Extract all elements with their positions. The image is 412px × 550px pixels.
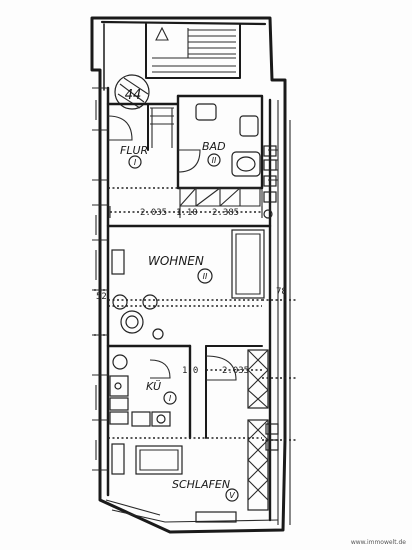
room-number-flur: I <box>134 158 137 167</box>
dim-kitchen-door: 1.0 <box>182 366 198 376</box>
room-number-circle-kueche <box>163 391 177 405</box>
room-label-schlafen: SCHLAFEN <box>172 478 230 491</box>
room-number-circle-flur <box>128 155 142 169</box>
dim-door-width: 1.10 <box>176 208 198 218</box>
left-wall <box>92 86 110 497</box>
room-label-kueche: KÜ <box>146 380 161 393</box>
room-number-kueche: I <box>169 394 172 403</box>
dim-side-left: 52 <box>96 292 107 302</box>
dim-side-right: 78 <box>276 287 287 297</box>
room-number-circle-wohnen <box>197 268 213 284</box>
outer-walls <box>90 16 287 534</box>
room-number-wohnen: II <box>203 272 208 281</box>
room-number-schlafen: V <box>229 491 235 500</box>
dim-right-width: 2.385 <box>212 208 239 218</box>
dim-kitchen-right: 2.035 <box>222 366 249 376</box>
interior-walls-top <box>106 94 264 207</box>
dim-left-width: 2.035 <box>140 208 167 218</box>
room-label-flur: FLUR <box>120 144 148 157</box>
living-room <box>106 224 272 348</box>
room-number-circle-bad <box>207 153 221 167</box>
bath-fixtures <box>195 103 277 203</box>
room-number-bad: II <box>212 156 217 165</box>
stair-marker: 44 <box>125 88 142 103</box>
dimension-row <box>109 206 273 219</box>
room-number-circle-schlafen <box>225 488 239 502</box>
room-label-wohnen: WOHNEN <box>148 254 204 268</box>
stairwell <box>114 23 241 110</box>
watermark-credit: www.immowelt.de <box>350 539 406 546</box>
kitchen <box>108 344 269 440</box>
bedroom <box>111 419 279 523</box>
room-label-bad: BAD <box>202 140 226 153</box>
